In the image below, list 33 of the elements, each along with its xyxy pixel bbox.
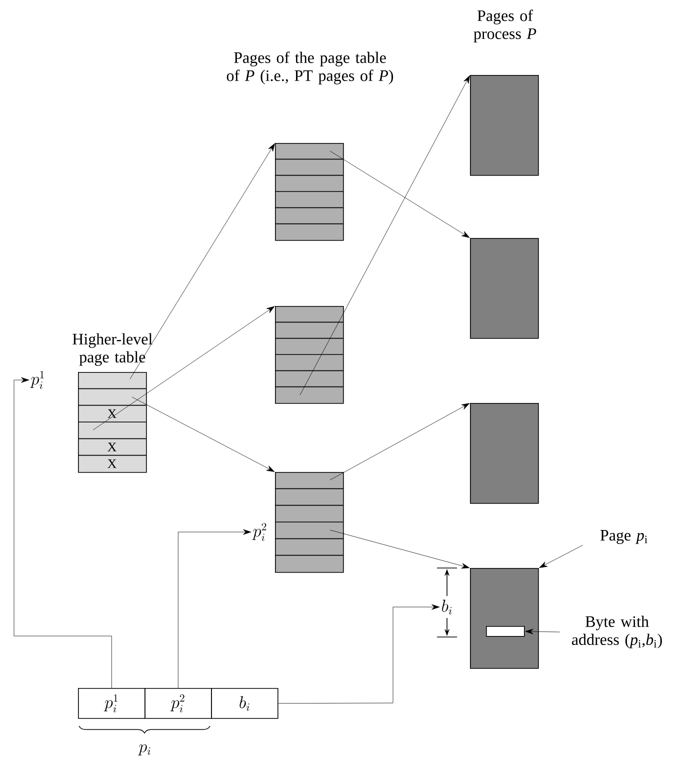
group-heading: Pages of the page table of P (i.e., PT pages of P) xyxy=(226,52,394,84)
page-table: X X X xyxy=(78,372,147,473)
arrow xyxy=(539,544,583,568)
address-field: $p_i^1$ xyxy=(78,688,146,719)
brace-label: $p_i$ xyxy=(138,744,150,756)
arrow xyxy=(300,75,470,396)
math-label: $p_i^2$ xyxy=(252,522,266,541)
arrow xyxy=(278,604,440,704)
table-heading: Higher-level page table xyxy=(72,333,152,366)
arrow xyxy=(525,628,560,634)
arrow xyxy=(330,530,470,568)
math-label: $p_i^1$ xyxy=(30,370,44,389)
address-field: $b_i$ xyxy=(211,688,278,719)
arrow xyxy=(130,143,275,380)
page-table-page xyxy=(274,143,344,241)
arrow xyxy=(330,403,470,480)
text-label: Page p$_{i}$ xyxy=(600,530,648,544)
arrow xyxy=(92,306,275,430)
arrow xyxy=(178,529,252,688)
byte-slot xyxy=(486,626,525,637)
group-heading: Pages of process P xyxy=(474,10,536,42)
memory-page xyxy=(470,403,539,504)
memory-page xyxy=(470,238,539,339)
page-table-page xyxy=(274,472,344,573)
text-label: Byte with address (p$_{i}$,b$_{i}$) xyxy=(572,616,662,648)
page-table-page xyxy=(274,306,344,404)
arrow xyxy=(14,377,112,688)
memory-page xyxy=(470,75,539,176)
arrow xyxy=(330,150,470,238)
memory-page xyxy=(470,568,539,669)
arrow xyxy=(132,396,275,472)
address-field: $p_i^2$ xyxy=(144,688,212,719)
math-label: $b_i$ xyxy=(442,600,452,614)
